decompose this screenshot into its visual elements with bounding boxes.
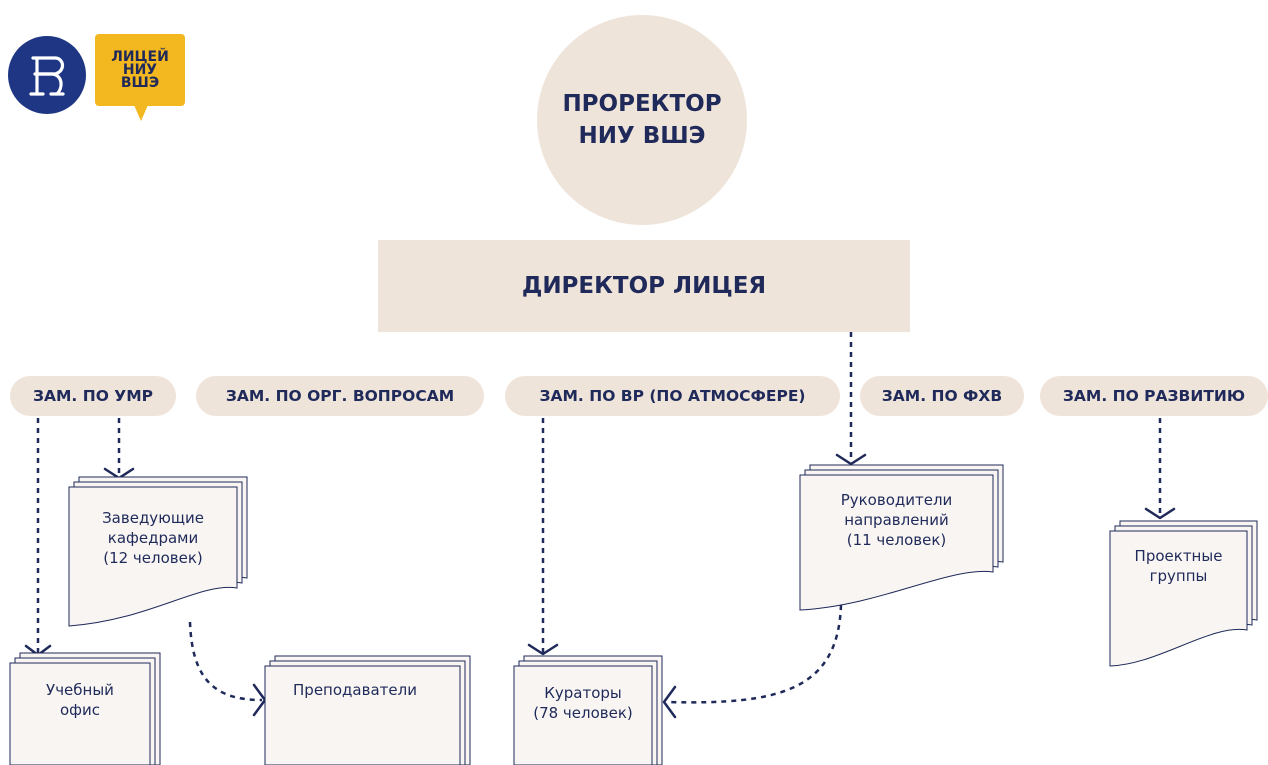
deputy-vr-label: ЗАМ. ПО ВР (ПО АТМОСФЕРЕ): [539, 387, 806, 405]
lyceum-logo-tail: [134, 105, 148, 121]
doc-academic-office: [9, 652, 161, 765]
arrowhead-teachers: [252, 683, 267, 717]
arrowhead-fhv: [835, 453, 867, 466]
prorector-line-1: ПРОРЕКТОР: [562, 91, 722, 117]
curators-line-1: Кураторы: [544, 684, 622, 702]
heads-of-directions-line-1: Руководители: [840, 491, 953, 509]
deputy-development: ЗАМ. ПО РАЗВИТИЮ: [1040, 376, 1268, 416]
deputy-fhv: ЗАМ. ПО ФХВ: [860, 376, 1024, 416]
doc-teachers: [264, 655, 471, 765]
hse-logo: [8, 36, 86, 114]
deputy-fhv-label: ЗАМ. ПО ФХВ: [881, 387, 1003, 405]
doc-heads-of-directions: [799, 464, 1004, 611]
academic-office-line-1: Учебный: [46, 681, 114, 699]
academic-office-text: Учебный офис: [10, 680, 150, 720]
connector-heads-to-teachers: [188, 621, 263, 702]
curators-text: Кураторы (78 человек): [514, 683, 652, 723]
deputy-umr: ЗАМ. ПО УМР: [10, 376, 176, 416]
heads-of-departments-text: Заведующие кафедрами (12 человек): [69, 508, 237, 568]
academic-office-line-2: офис: [60, 701, 100, 719]
heads-of-directions-text: Руководители направлений (11 человек): [800, 490, 993, 550]
deputy-umr-label: ЗАМ. ПО УМР: [33, 387, 153, 405]
prorector-line-2: НИУ ВШЭ: [578, 123, 706, 149]
heads-of-directions-line-2: направлений: [844, 511, 949, 529]
teachers-line-1: Преподаватели: [293, 681, 417, 699]
doc-project-groups: [1109, 520, 1258, 667]
lyceum-logo-line-1: ЛИЦЕЙ: [111, 48, 169, 65]
heads-of-departments-line-2: кафедрами: [107, 529, 199, 547]
lyceum-logo-line-3: ВШЭ: [120, 74, 160, 91]
project-groups-line-1: Проектные: [1134, 547, 1223, 565]
deputy-org: ЗАМ. ПО ОРГ. ВОПРОСАМ: [196, 376, 484, 416]
doc-heads-of-departments: [68, 476, 248, 627]
teachers-text: Преподаватели: [265, 680, 445, 700]
director-label: ДИРЕКТОР ЛИЦЕЯ: [521, 273, 767, 299]
project-groups-line-2: группы: [1149, 567, 1208, 585]
doc-curators: [513, 655, 663, 765]
arrowhead-curators: [527, 643, 559, 656]
heads-of-departments-line-1: Заведующие: [102, 509, 204, 527]
arrowhead-curators-right: [662, 685, 677, 719]
heads-of-departments-line-3: (12 человек): [103, 549, 203, 567]
deputy-vr: ЗАМ. ПО ВР (ПО АТМОСФЕРЕ): [505, 376, 840, 416]
deputy-org-label: ЗАМ. ПО ОРГ. ВОПРОСАМ: [225, 387, 455, 405]
prorector-node: ПРОРЕКТОР НИУ ВШЭ: [537, 15, 747, 225]
connector-directions-to-curators: [667, 604, 843, 704]
project-groups-text: Проектные группы: [1110, 546, 1247, 586]
heads-of-directions-line-3: (11 человек): [846, 531, 947, 549]
director-node: ДИРЕКТОР ЛИЦЕЯ: [378, 240, 910, 332]
lyceum-logo: ЛИЦЕЙ НИУ ВШЭ: [95, 34, 185, 106]
curators-line-2: (78 человек): [533, 704, 633, 722]
lyceum-logo-line-2: НИУ: [122, 61, 158, 78]
arrowhead-projects: [1144, 507, 1176, 520]
deputy-development-label: ЗАМ. ПО РАЗВИТИЮ: [1062, 387, 1246, 405]
